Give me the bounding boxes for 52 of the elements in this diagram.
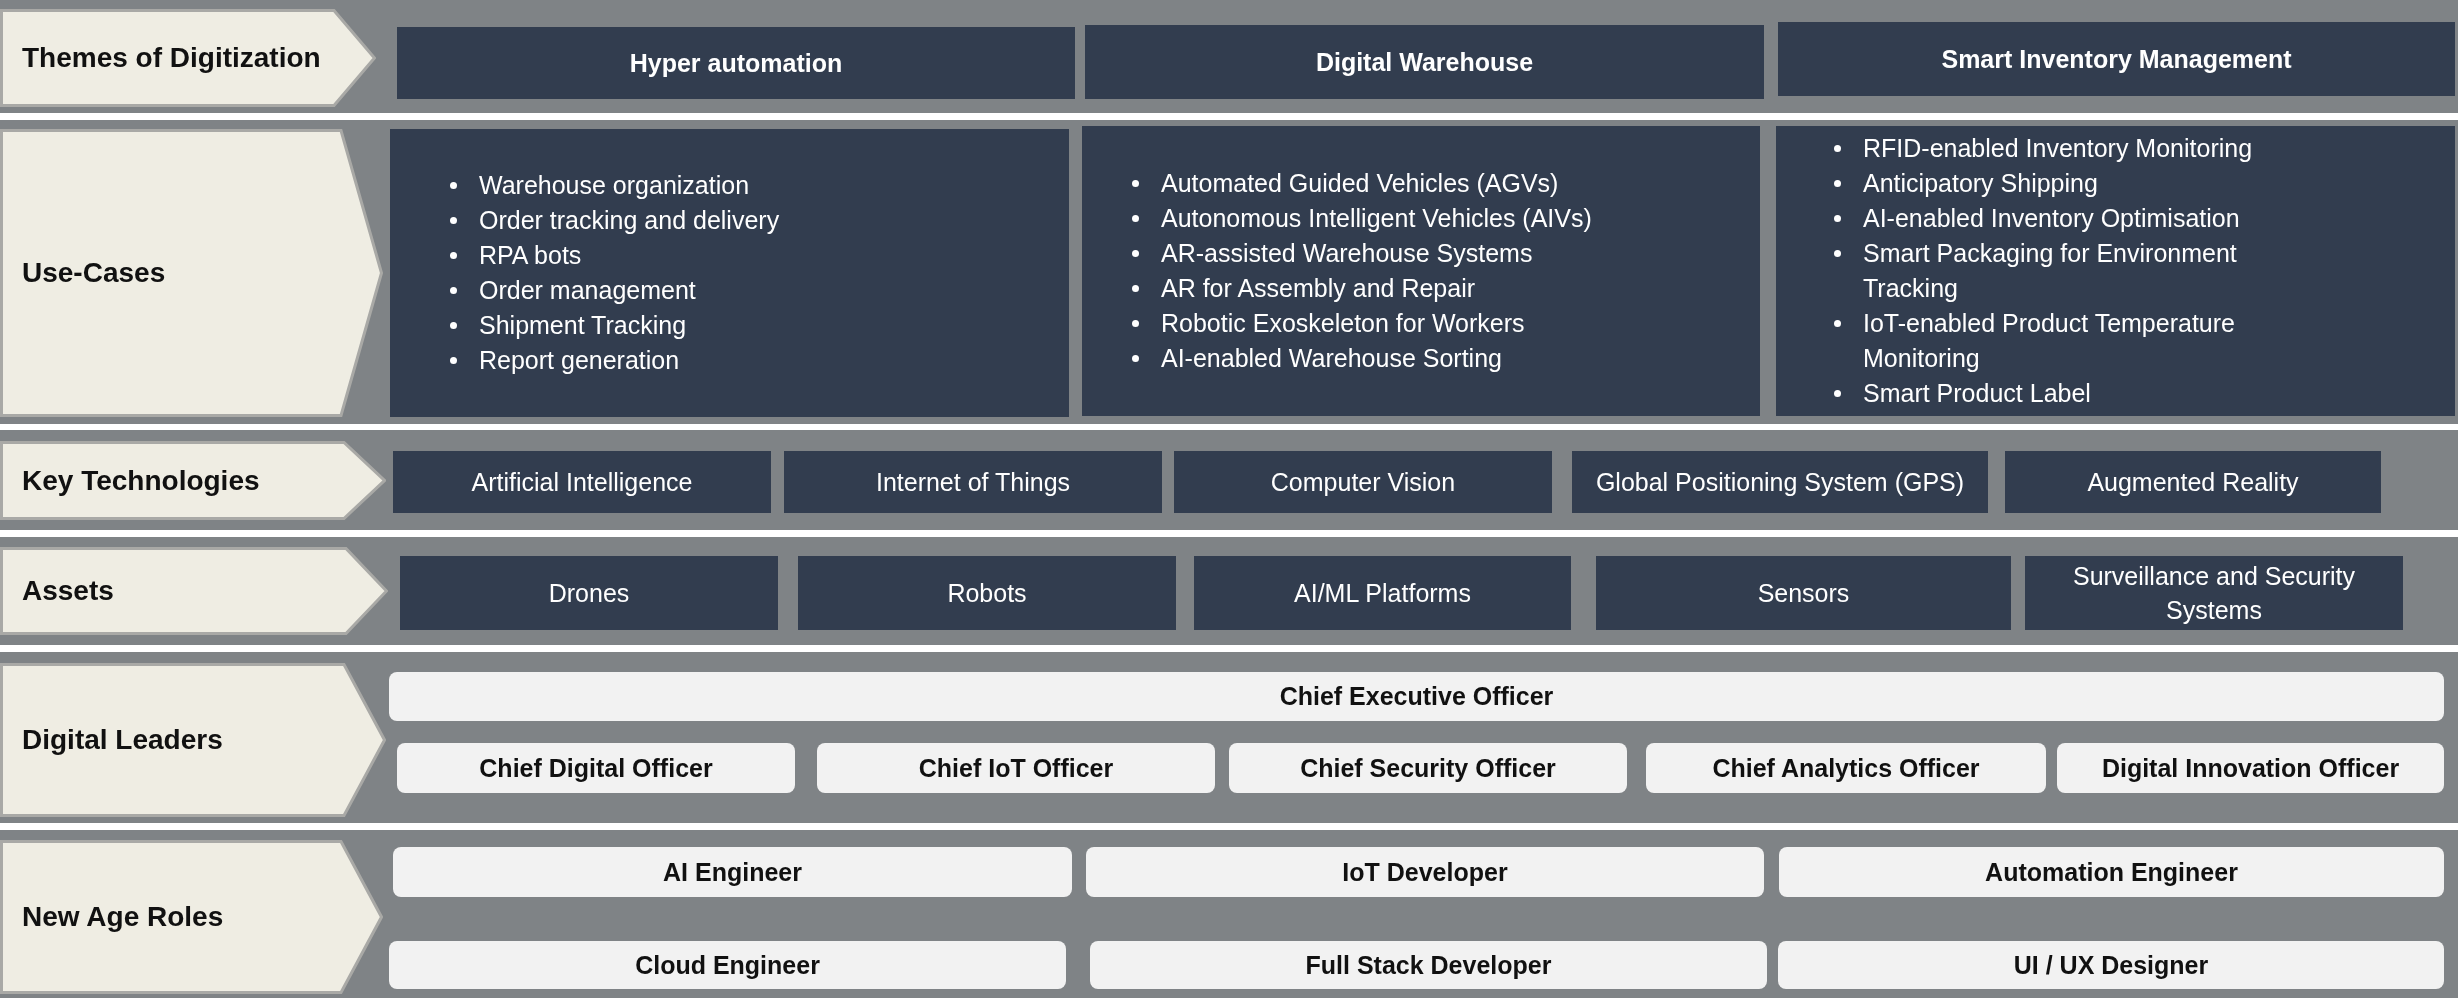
role-box: Chief Security Officer <box>1229 743 1627 793</box>
role-box: UI / UX Designer <box>1778 941 2444 989</box>
item-box: Robots <box>798 556 1176 630</box>
bullet-text: Order management <box>479 275 696 306</box>
use-case-panel <box>1082 126 1760 416</box>
role-box: IoT Developer <box>1086 847 1764 897</box>
bullet-text: AI-enabled Inventory Optimisation <box>1863 203 2240 234</box>
role-box: Full Stack Developer <box>1090 941 1767 989</box>
role-box: Automation Engineer <box>1779 847 2444 897</box>
bullet-text: Anticipatory Shipping <box>1863 168 2098 199</box>
bullet-text: AI-enabled Warehouse Sorting <box>1161 343 1502 374</box>
bullet-text: Warehouse organization <box>479 170 750 201</box>
row-heading-tab: Digital Leaders <box>0 663 386 817</box>
item-box: Augmented Reality <box>2005 451 2381 513</box>
role-box: Digital Innovation Officer <box>2057 743 2444 793</box>
row-heading-tab: Themes of Digitization <box>0 9 376 107</box>
item-box: Drones <box>400 556 778 630</box>
bullet-text: Smart Packaging for Environment Tracking <box>1863 238 2238 304</box>
role-box: Chief IoT Officer <box>817 743 1215 793</box>
role-box: Chief Digital Officer <box>397 743 795 793</box>
item-box: Computer Vision <box>1174 451 1552 513</box>
theme-box: Digital Warehouse <box>1085 25 1764 99</box>
bullet-text: AR for Assembly and Repair <box>1161 273 1476 304</box>
bullet-text: AR-assisted Warehouse Systems <box>1161 238 1533 269</box>
use-case-panel <box>390 129 1069 417</box>
role-box: Chief Analytics Officer <box>1646 743 2046 793</box>
role-box: Cloud Engineer <box>389 941 1066 989</box>
item-box: Sensors <box>1596 556 2011 630</box>
item-box: Global Positioning System (GPS) <box>1572 451 1988 513</box>
role-box: Chief Executive Officer <box>389 672 2444 721</box>
row-heading-tab: Assets <box>0 547 388 635</box>
item-box: Surveillance and Security Systems <box>2025 556 2403 630</box>
bullet-text: Report generation <box>479 345 680 376</box>
bullet-text: RPA bots <box>479 240 582 271</box>
bullet-text: Autonomous Intelligent Vehicles (AIVs) <box>1161 203 1592 234</box>
item-box: Artificial Intelligence <box>393 451 771 513</box>
item-box: Internet of Things <box>784 451 1162 513</box>
bullet-text: Order tracking and delivery <box>479 205 780 236</box>
bullet-text: Shipment Tracking <box>479 310 687 341</box>
theme-box: Hyper automation <box>397 27 1075 99</box>
use-case-panel <box>1776 126 2455 416</box>
theme-box: Smart Inventory Management <box>1778 22 2455 96</box>
item-box: AI/ML Platforms <box>1194 556 1571 630</box>
bullet-text: Automated Guided Vehicles (AGVs) <box>1161 168 1559 199</box>
role-box: AI Engineer <box>393 847 1072 897</box>
row-heading-tab: New Age Roles <box>0 840 383 994</box>
row-heading-tab: Key Technologies <box>0 441 386 520</box>
bullet-text: RFID-enabled Inventory Monitoring <box>1863 133 2253 164</box>
bullet-text: Robotic Exoskeleton for Workers <box>1161 308 1525 339</box>
row-heading-tab: Use-Cases <box>0 129 383 417</box>
bullet-text: Smart Product Label <box>1863 378 2091 409</box>
bullet-text: IoT-enabled Product Temperature Monitoring <box>1863 308 2236 374</box>
